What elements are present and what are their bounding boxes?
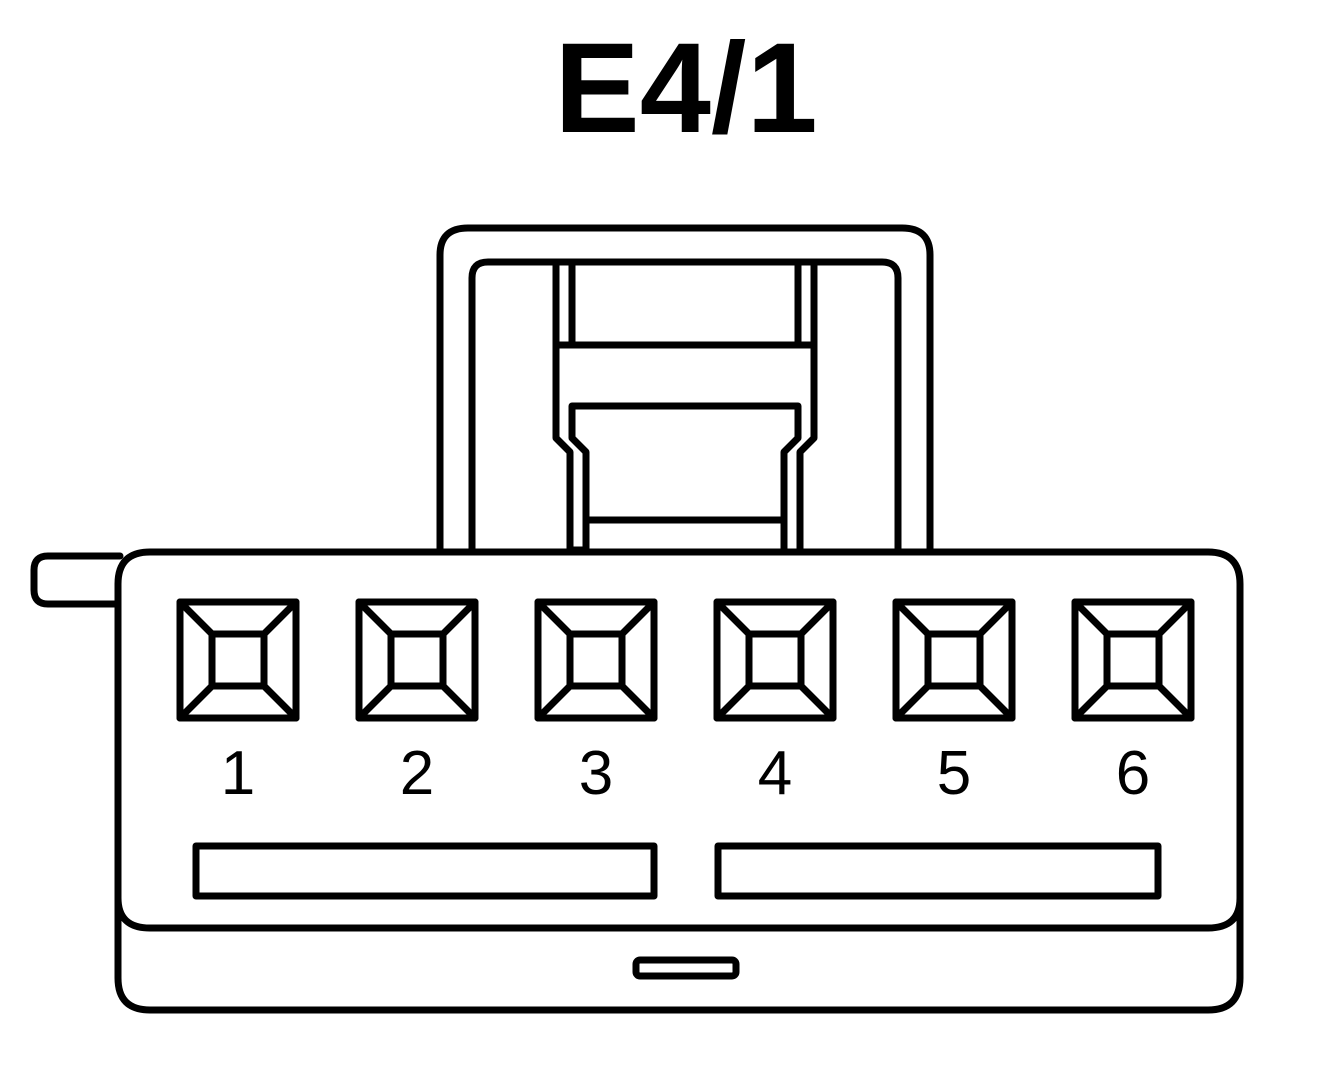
key-bar — [632, 956, 740, 980]
pin-inner-square — [387, 630, 447, 690]
pin-terminal-3: 3 — [534, 598, 658, 808]
pin-label-1: 1 — [221, 739, 255, 808]
housing-lower — [114, 886, 1244, 1014]
latch-rails — [552, 258, 818, 554]
pin-bevel-lines — [713, 598, 837, 722]
pin-outer-square — [713, 598, 837, 722]
latch-inner — [468, 258, 902, 554]
latch-tab — [568, 402, 802, 554]
pin-inner-square — [1103, 630, 1163, 690]
pin-inner-square — [208, 630, 268, 690]
slot-right — [714, 842, 1162, 900]
pin-inner-square — [566, 630, 626, 690]
pin-bevel-lines — [355, 598, 479, 722]
pin-outer-square — [355, 598, 479, 722]
pin-terminal-1: 1 — [176, 598, 300, 808]
pin-terminals: 1 2 3 4 5 6 — [176, 598, 1195, 808]
pin-terminal-6: 6 — [1071, 598, 1195, 808]
pin-terminal-2: 2 — [355, 598, 479, 808]
side-tab — [30, 552, 124, 608]
slot-left — [192, 842, 658, 900]
pin-label-5: 5 — [937, 739, 971, 808]
pin-bevel-lines — [892, 598, 1016, 722]
pin-label-4: 4 — [758, 739, 792, 808]
pin-bevel-lines — [176, 598, 300, 722]
pin-bevel-lines — [534, 598, 658, 722]
pin-outer-square — [1071, 598, 1195, 722]
pin-inner-square — [745, 630, 805, 690]
pin-label-3: 3 — [579, 739, 613, 808]
pin-label-6: 6 — [1116, 739, 1150, 808]
pin-terminal-5: 5 — [892, 598, 1016, 808]
pin-terminal-4: 4 — [713, 598, 837, 808]
pin-label-2: 2 — [400, 739, 434, 808]
pin-inner-square — [924, 630, 984, 690]
pin-outer-square — [176, 598, 300, 722]
pin-outer-square — [892, 598, 1016, 722]
pin-outer-square — [534, 598, 658, 722]
connector-title: E4/1 — [554, 17, 817, 160]
latch-outer — [436, 224, 934, 554]
pin-bevel-lines — [1071, 598, 1195, 722]
housing-upper — [114, 548, 1244, 932]
